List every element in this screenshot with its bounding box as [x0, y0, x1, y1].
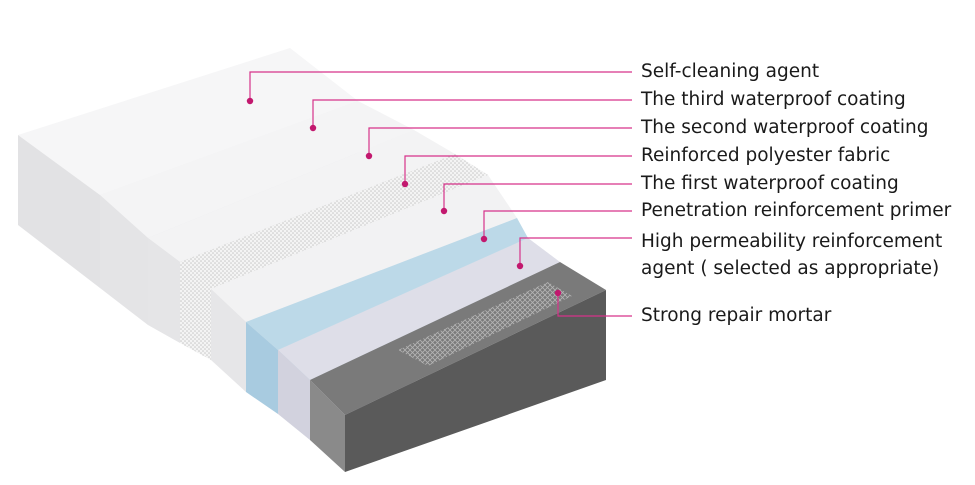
leader-dot-high-permeability-reinforcement-agent	[516, 262, 524, 270]
layer-strong-repair-mortar	[310, 262, 606, 472]
label-penetration-reinforcement-primer: Penetration reinforcement primer	[641, 200, 952, 221]
leader-line-strong-repair-mortar	[557, 293, 632, 317]
leader-line-first-waterproof-coating	[443, 183, 632, 211]
label-strong-repair-mortar: Strong repair mortar	[641, 305, 832, 326]
leader-line-high-permeability-reinforcement-agent	[519, 237, 632, 266]
label-second-waterproof-coating: The second waterproof coating	[640, 117, 929, 138]
leader-line-penetration-reinforcement-primer	[483, 210, 632, 239]
label-self-cleaning-agent: Self-cleaning agent	[641, 61, 819, 82]
label-first-waterproof-coating: The first waterproof coating	[640, 173, 899, 194]
leader-line-reinforced-polyester-fabric	[404, 155, 632, 184]
leader-dot-penetration-reinforcement-primer	[480, 235, 488, 243]
leader-dot-first-waterproof-coating	[440, 207, 448, 215]
leader-dot-strong-repair-mortar	[554, 289, 562, 297]
leader-line-self-cleaning-agent	[249, 71, 632, 101]
label-reinforced-polyester-fabric: Reinforced polyester fabric	[641, 145, 890, 166]
label-high-permeability-reinforcement-agent-line-2: agent ( selected as appropriate)	[641, 258, 939, 279]
label-high-permeability-reinforcement-agent-line-1: High permeability reinforcement	[641, 231, 942, 252]
leader-dot-third-waterproof-coating	[309, 124, 317, 132]
leader-lines	[246, 71, 632, 317]
leader-line-third-waterproof-coating	[312, 99, 632, 128]
leader-dot-second-waterproof-coating	[365, 152, 373, 160]
leader-line-second-waterproof-coating	[368, 127, 632, 156]
label-third-waterproof-coating: The third waterproof coating	[640, 89, 906, 110]
leader-dot-self-cleaning-agent	[246, 97, 254, 105]
leader-dot-reinforced-polyester-fabric	[401, 180, 409, 188]
